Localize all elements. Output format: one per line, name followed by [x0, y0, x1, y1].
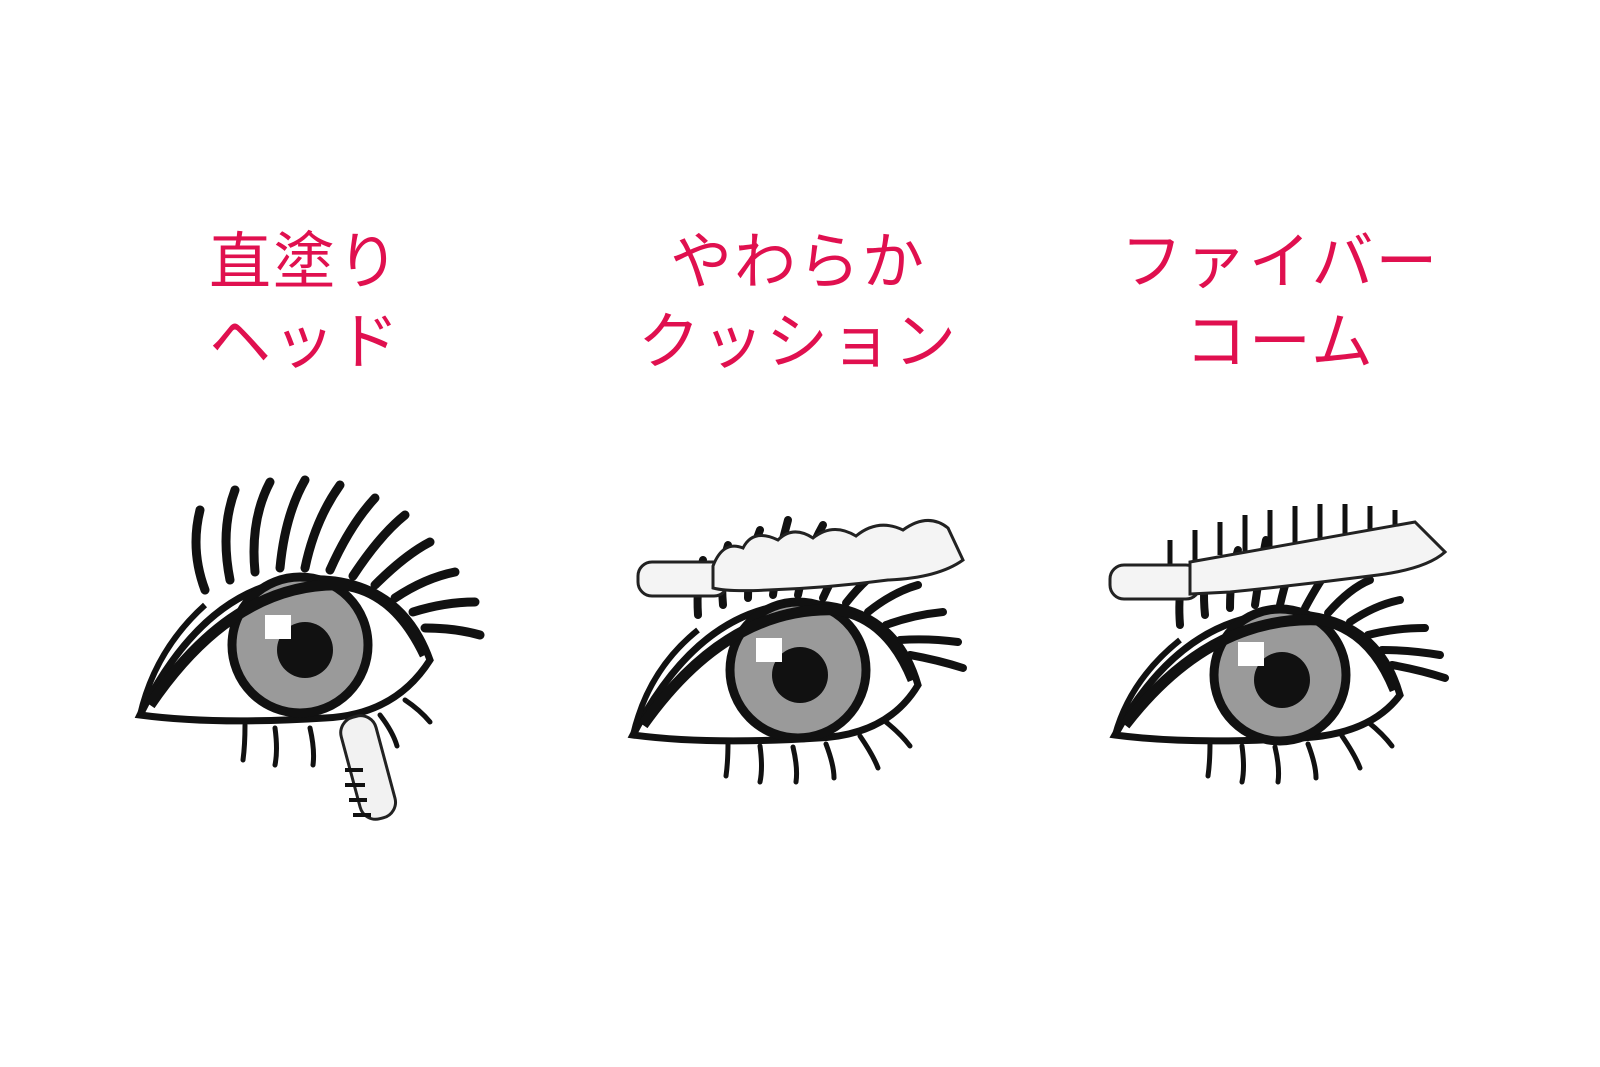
mascara-brush-icon [1108, 504, 1448, 601]
lower-lashes [723, 719, 913, 785]
eye-icon [134, 475, 485, 821]
eye-icon [1108, 504, 1449, 785]
label-line-1: ファイバー [1120, 225, 1440, 298]
panel-soft-cushion: やわらか クッション [588, 0, 1008, 1067]
panel-label: 直塗り ヘッド [95, 222, 515, 382]
eye-icon [627, 516, 967, 785]
panel-label: やわらか クッション [588, 222, 1008, 382]
mascara-brush-icon [339, 714, 398, 821]
label-line-1: やわらか [669, 225, 926, 298]
label-line-2: ヘッド [208, 305, 401, 378]
eye-illustration [627, 516, 967, 785]
label-line-2: クッション [637, 305, 958, 378]
upper-lashes [191, 475, 485, 640]
panel-fiber-comb: ファイバー コーム [1070, 0, 1490, 1067]
panel-label: ファイバー コーム [1070, 222, 1490, 382]
panel-direct-head: 直塗り ヘッド [95, 0, 515, 1067]
mascara-brush-icon [636, 519, 965, 598]
label-line-1: 直塗り [208, 225, 401, 298]
pupil [1254, 652, 1310, 708]
eye-illustration [1108, 504, 1449, 785]
pupil [772, 647, 828, 703]
label-line-2: コーム [1184, 305, 1376, 378]
lower-lashes [1205, 719, 1395, 785]
eye-illustration [134, 475, 485, 821]
